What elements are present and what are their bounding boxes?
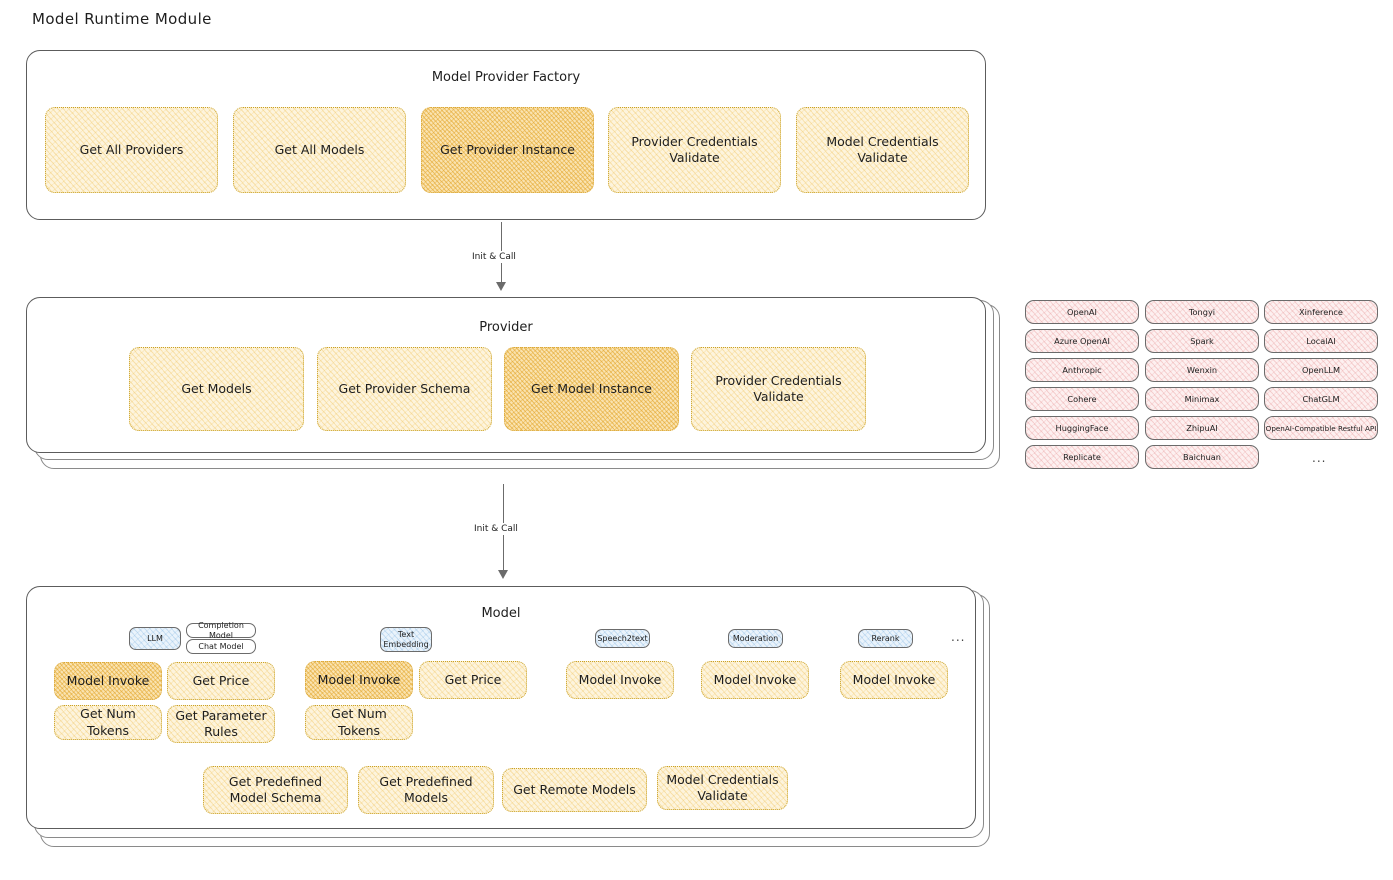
model-box-model-credentials-validate[interactable]: Model Credentials Validate xyxy=(657,766,788,810)
provider-chip-localai[interactable]: LocalAI xyxy=(1264,329,1378,353)
model-box-get-predefined-model-schema[interactable]: Get Predefined Model Schema xyxy=(203,766,348,814)
provider-title: Provider xyxy=(479,320,533,335)
provider-chip-openai-compatible-restful-api[interactable]: OpenAI-Compatible Restful API xyxy=(1264,416,1378,440)
model-type-badge-llm[interactable]: LLM xyxy=(129,627,181,650)
model-box-moderation-model-invoke[interactable]: Model Invoke xyxy=(701,661,809,699)
model-box-llm-get-price[interactable]: Get Price xyxy=(167,662,275,700)
provider-chip-baichuan[interactable]: Baichuan xyxy=(1145,445,1259,469)
model-box-rerank-model-invoke[interactable]: Model Invoke xyxy=(840,661,948,699)
provider-chip-spark[interactable]: Spark xyxy=(1145,329,1259,353)
page-title: Model Runtime Module xyxy=(32,10,212,28)
provider-chip-zhipuai[interactable]: ZhipuAI xyxy=(1145,416,1259,440)
provider-chip-wenxin[interactable]: Wenxin xyxy=(1145,358,1259,382)
provider-chip-anthropic[interactable]: Anthropic xyxy=(1025,358,1139,382)
factory-box-get-all-models[interactable]: Get All Models xyxy=(233,107,406,193)
provider-chip-replicate[interactable]: Replicate xyxy=(1025,445,1139,469)
arrow-provider-to-model-head xyxy=(498,570,508,579)
provider-chip-minimax[interactable]: Minimax xyxy=(1145,387,1259,411)
provider-box-get-provider-schema[interactable]: Get Provider Schema xyxy=(317,347,492,431)
model-box-llm-get-num-tokens[interactable]: Get Num Tokens xyxy=(54,705,162,740)
provider-chip-huggingface[interactable]: HuggingFace xyxy=(1025,416,1139,440)
model-box-llm-get-parameter-rules[interactable]: Get Parameter Rules xyxy=(167,705,275,743)
provider-chip-tongyi[interactable]: Tongyi xyxy=(1145,300,1259,324)
provider-chip-chatglm[interactable]: ChatGLM xyxy=(1264,387,1378,411)
model-box-text-embedding-get-price[interactable]: Get Price xyxy=(419,661,527,699)
provider-chip-openai[interactable]: OpenAI xyxy=(1025,300,1139,324)
model-box-get-predefined-models[interactable]: Get Predefined Models xyxy=(358,766,494,814)
provider-list-ellipsis: ... xyxy=(1312,451,1327,465)
model-box-text-embedding-get-num-tokens[interactable]: Get Num Tokens xyxy=(305,705,413,740)
model-title: Model xyxy=(481,606,521,621)
model-provider-factory-title: Model Provider Factory xyxy=(431,70,581,85)
model-sub-badge-chat-model[interactable]: Chat Model xyxy=(186,639,256,654)
model-type-badge-speech2text[interactable]: Speech2text xyxy=(595,629,650,648)
factory-box-provider-credentials-validate[interactable]: Provider Credentials Validate xyxy=(608,107,781,193)
model-types-ellipsis: ... xyxy=(951,630,966,644)
provider-chip-openllm[interactable]: OpenLLM xyxy=(1264,358,1378,382)
model-type-badge-rerank[interactable]: Rerank xyxy=(858,629,913,648)
model-type-badge-text-embedding[interactable]: Text Embedding xyxy=(380,627,432,652)
provider-box-get-models[interactable]: Get Models xyxy=(129,347,304,431)
model-group: Model xyxy=(26,586,976,829)
model-sub-badge-completion-model[interactable]: Completion Model xyxy=(186,621,256,640)
factory-box-model-credentials-validate[interactable]: Model Credentials Validate xyxy=(796,107,969,193)
arrow-factory-to-provider-label: Init & Call xyxy=(468,251,520,263)
provider-chip-azure-openai[interactable]: Azure OpenAI xyxy=(1025,329,1139,353)
model-box-speech2text-model-invoke[interactable]: Model Invoke xyxy=(566,661,674,699)
model-box-get-remote-models[interactable]: Get Remote Models xyxy=(502,768,647,812)
model-box-llm-model-invoke[interactable]: Model Invoke xyxy=(54,662,162,700)
factory-box-get-provider-instance[interactable]: Get Provider Instance xyxy=(421,107,594,193)
model-type-badge-moderation[interactable]: Moderation xyxy=(728,629,783,648)
provider-chip-xinference[interactable]: Xinference xyxy=(1264,300,1378,324)
provider-box-provider-credentials-validate[interactable]: Provider Credentials Validate xyxy=(691,347,866,431)
provider-box-get-model-instance[interactable]: Get Model Instance xyxy=(504,347,679,431)
arrow-factory-to-provider-head xyxy=(496,282,506,291)
provider-chip-cohere[interactable]: Cohere xyxy=(1025,387,1139,411)
factory-box-get-all-providers[interactable]: Get All Providers xyxy=(45,107,218,193)
arrow-provider-to-model-label: Init & Call xyxy=(470,523,522,535)
model-box-text-embedding-model-invoke[interactable]: Model Invoke xyxy=(305,661,413,699)
